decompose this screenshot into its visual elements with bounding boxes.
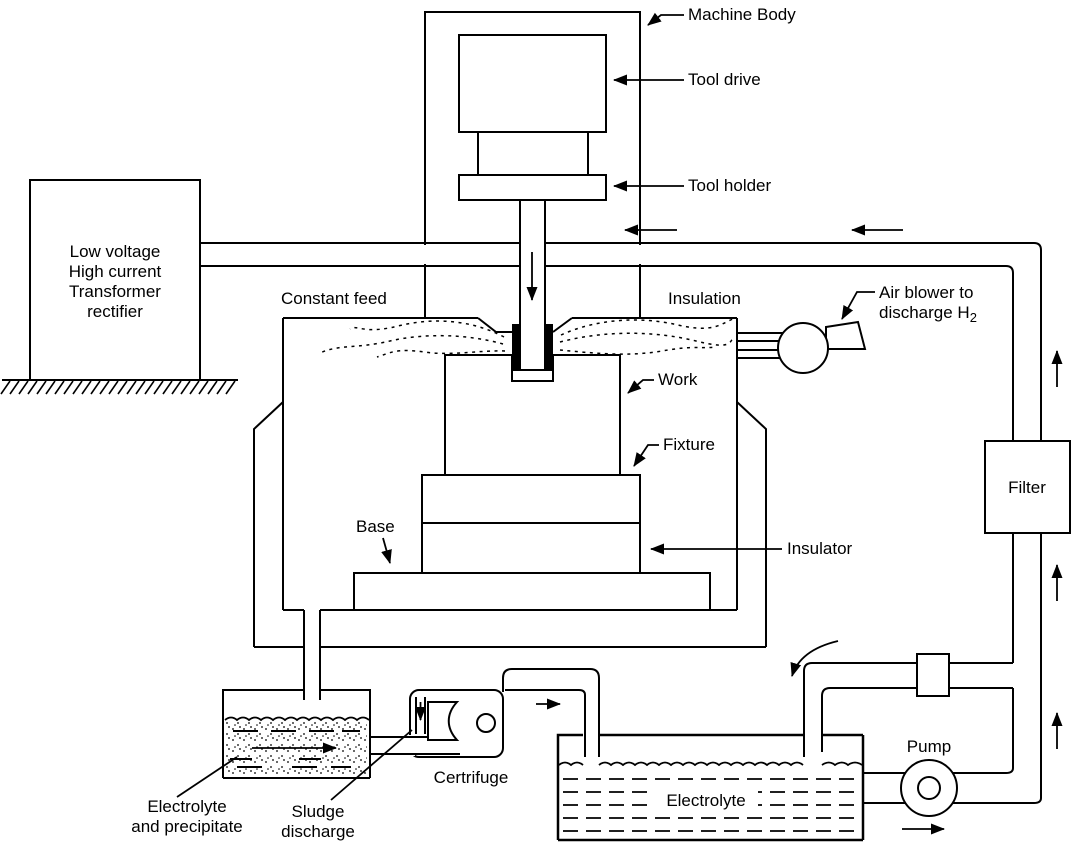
fixture-leader [633, 444, 659, 467]
air-blower-leader [841, 291, 875, 320]
machine-body-leader [647, 12, 684, 26]
supply-pipe-inner [200, 265, 1014, 774]
sludge-label-1: Sludge [292, 802, 345, 821]
machine-body-frame [424, 11, 641, 318]
precipitate-label-1: Electrolyte [147, 797, 226, 816]
elbow-curved-arrow [790, 640, 839, 677]
centrifuge-outlet-pipe [502, 668, 600, 757]
air-blower-label-2: discharge H2 [879, 303, 977, 325]
return-pipe [803, 653, 1013, 757]
filter-box [984, 440, 1071, 534]
pump [900, 759, 958, 817]
tool-insulation-right [544, 324, 553, 370]
base-plate [353, 572, 711, 610]
air-blower-label-1: Air blower to [879, 283, 973, 302]
centrifuge-scroll [427, 701, 460, 741]
blower-nozzle [825, 320, 867, 350]
base-leader [381, 537, 392, 564]
sludge-leader [330, 729, 413, 801]
pump-label: Pump [907, 737, 951, 756]
flow-arrows [624, 224, 1063, 835]
tool-drive-label: Tool drive [688, 70, 761, 89]
sludge-tank [222, 689, 371, 779]
ground-hatching [0, 380, 236, 395]
drain-pipe [303, 610, 321, 700]
centrifuge-rotor [476, 713, 496, 733]
sludge-label-2: discharge [281, 822, 355, 841]
tool-insulation-left [512, 324, 521, 370]
electrolyte-spray [319, 317, 737, 358]
tool-shank [519, 200, 546, 325]
insulation-label: Insulation [668, 289, 741, 308]
air-blower [737, 320, 867, 374]
power-supply-label-4: rectifier [87, 302, 143, 321]
precipitate-leader [176, 756, 238, 798]
base-label: Base [356, 517, 395, 536]
centrifuge [370, 668, 600, 758]
leader-lines [176, 12, 875, 801]
centrifuge-label: Certrifuge [434, 768, 509, 787]
power-supply-label-1: Low voltage [70, 242, 161, 261]
blower-fan [777, 322, 829, 374]
electrolyte-label: Electrolyte [666, 791, 745, 810]
fixture-label: Fixture [663, 435, 715, 454]
machining-tank [253, 317, 767, 700]
labels: Machine Body Tool drive Tool holder Low … [69, 5, 1047, 841]
tool-holder-box [458, 174, 607, 201]
work-block [444, 354, 621, 475]
tool-holder-label: Tool holder [688, 176, 772, 195]
work-leader [627, 379, 654, 394]
power-supply-label-2: High current [69, 262, 162, 281]
power-supply-label-3: Transformer [69, 282, 161, 301]
constant-feed-label: Constant feed [281, 289, 387, 308]
filter-label: Filter [1008, 478, 1046, 497]
tool-drive-box [458, 34, 607, 133]
work-label: Work [658, 370, 698, 389]
electrolyte-reservoir [556, 733, 865, 842]
precipitate-label-2: and precipitate [131, 817, 243, 836]
tool-drive-block [477, 131, 589, 176]
valve [916, 653, 950, 697]
insulator-label: Insulator [787, 539, 853, 558]
machine-body-label: Machine Body [688, 5, 796, 24]
